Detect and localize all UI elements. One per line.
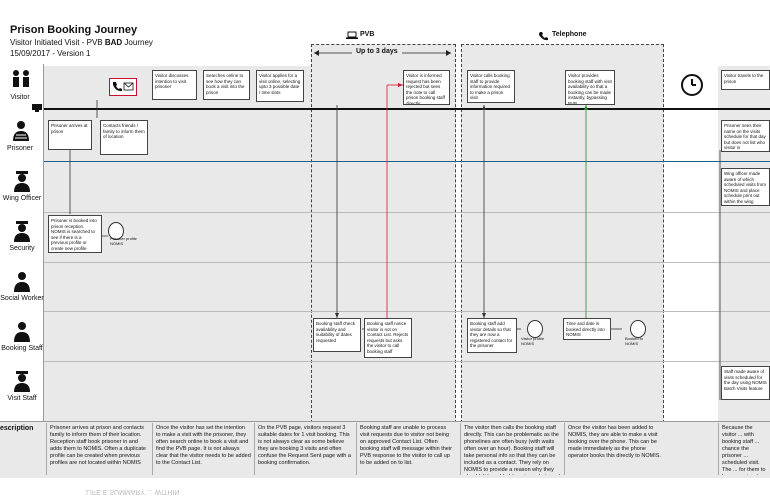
page-title: Prison Booking Journey (10, 24, 138, 36)
clock-icon (680, 73, 704, 97)
officer-icon (14, 171, 30, 192)
lane-label-wing-officer: Wing Officer (2, 195, 42, 202)
phone-icon (538, 31, 548, 43)
lane-line (44, 212, 770, 213)
step-provides-availability: Visitor provides booking staff with visi… (565, 70, 615, 105)
lane-label-prisoner: Prisoner (6, 145, 34, 152)
telephone-column (461, 44, 664, 423)
lane-line (44, 262, 770, 263)
booking-staff-icon (14, 322, 30, 342)
step-apply-online: Visitor applies for a visit online, sele… (256, 70, 304, 102)
security-icon (14, 221, 30, 242)
lane-visitor: Visitor (0, 68, 40, 108)
lane-visit-staff: Visit Staff (0, 370, 44, 410)
visitor-lane-line (44, 108, 770, 110)
lane-prisoner: Prisoner (0, 118, 40, 158)
description-row (0, 421, 770, 478)
database-prisoner-profile (108, 222, 124, 240)
computer-icon (32, 99, 42, 112)
step-check-availability: Booking staff check availability and sui… (313, 318, 361, 352)
lane-label-booking-staff: Booking Staff (1, 345, 43, 352)
lane-line (44, 311, 770, 312)
step-search-online: Searches online to see how they can book… (203, 70, 250, 100)
description-col-4: Booking staff are unable to process visi… (356, 423, 458, 475)
visitor-icon (13, 70, 29, 87)
step-travels-to-prison: Visitor travels to the prison (721, 70, 770, 90)
footer-fragment: LIFE.E.SUMMARY ... WITHIN (86, 488, 180, 495)
lane-wing-officer: Wing Officer (0, 170, 44, 210)
contact-icon (109, 78, 137, 96)
step-wing-officer-aware: Wing officer made aware of which schedul… (721, 168, 770, 206)
database-label-visitor-profile: Visitor profile NOMIS (521, 336, 545, 346)
lane-social-worker: Social Worker (0, 270, 44, 310)
lane-booking-staff: Booking Staff (0, 320, 44, 360)
pvb-column (311, 44, 456, 423)
telephone-label: Telephone (552, 31, 587, 38)
description-label: escription (0, 425, 34, 432)
database-label-booked-nomis: Booked to NOMIS (625, 336, 644, 346)
subtitle-prefix: Visitor Initiated Visit - PVB (10, 38, 105, 47)
date-version: 15/09/2017 - Version 1 (10, 49, 91, 58)
journey-subtitle: Visitor Initiated Visit - PVB BAD Journe… (10, 38, 153, 47)
lane-divider (43, 64, 44, 424)
step-booked-nomis: Time and date is booked directly into NO… (563, 318, 611, 340)
lane-label-visitor: Visitor (10, 94, 30, 101)
duration-label: Up to 3 days (352, 48, 402, 55)
database-visitor-profile (527, 320, 543, 338)
step-booked-reception: Prisoner is booked into prison reception… (48, 215, 102, 253)
description-col-3: On the PVB page, visitors request 3 suit… (254, 423, 356, 475)
pvb-label: PVB (360, 31, 375, 38)
step-prisoner-arrives: Prisoner arrives at prison (48, 120, 92, 150)
lane-line (44, 361, 770, 362)
step-staff-aware-schedule: Staff made aware of visits scheduled for… (721, 366, 770, 400)
database-label-prisoner-profile: Prisoner profile NOMIS (110, 236, 137, 246)
lane-label-visit-staff: Visit Staff (7, 395, 37, 402)
step-prisoner-sees-schedule: Prisoner sees their name on the visits s… (721, 120, 770, 152)
pvb-header: PVB (346, 31, 375, 39)
laptop-icon (346, 31, 358, 42)
subtitle-suffix: Journey (122, 38, 153, 47)
telephone-header: Telephone (539, 31, 587, 41)
social-worker-icon (14, 272, 30, 292)
lane-label-social-worker: Social Worker (0, 295, 44, 302)
description-col-5: The visitor then calls the booking staff… (460, 423, 564, 475)
lane-security: Security (0, 220, 44, 260)
visit-staff-icon (14, 371, 30, 392)
description-col-7: Because the visitor ... with booking sta… (718, 423, 770, 475)
step-informed-rejected: Visitor is informed request has been rej… (403, 70, 450, 105)
description-col-1: Prisoner arrives at prison and contacts … (46, 423, 152, 475)
duration-bar: Up to 3 days (312, 46, 453, 60)
step-not-on-contact-list: Booking staff notice visitor is not on C… (364, 318, 412, 358)
prisoner-lane-line (44, 161, 770, 162)
lane-label-security: Security (9, 245, 35, 252)
description-col-6: Once the visitor has been added to NOMIS… (564, 423, 666, 475)
description-col-2: Once the visitor has set the intention t… (152, 423, 254, 475)
prisoner-icon (13, 121, 29, 141)
step-visitor-discusses: Visitor discusses intention to visit pri… (152, 70, 197, 100)
database-booked-nomis (630, 320, 646, 338)
subtitle-bad: BAD (104, 38, 123, 47)
step-calls-booking-staff: Visitor calls booking staff to provide i… (467, 70, 515, 103)
step-contacts-family: Contacts friends / family to inform them… (100, 120, 148, 155)
step-add-visitor-details: Booking staff add visitor details so tha… (467, 318, 517, 353)
